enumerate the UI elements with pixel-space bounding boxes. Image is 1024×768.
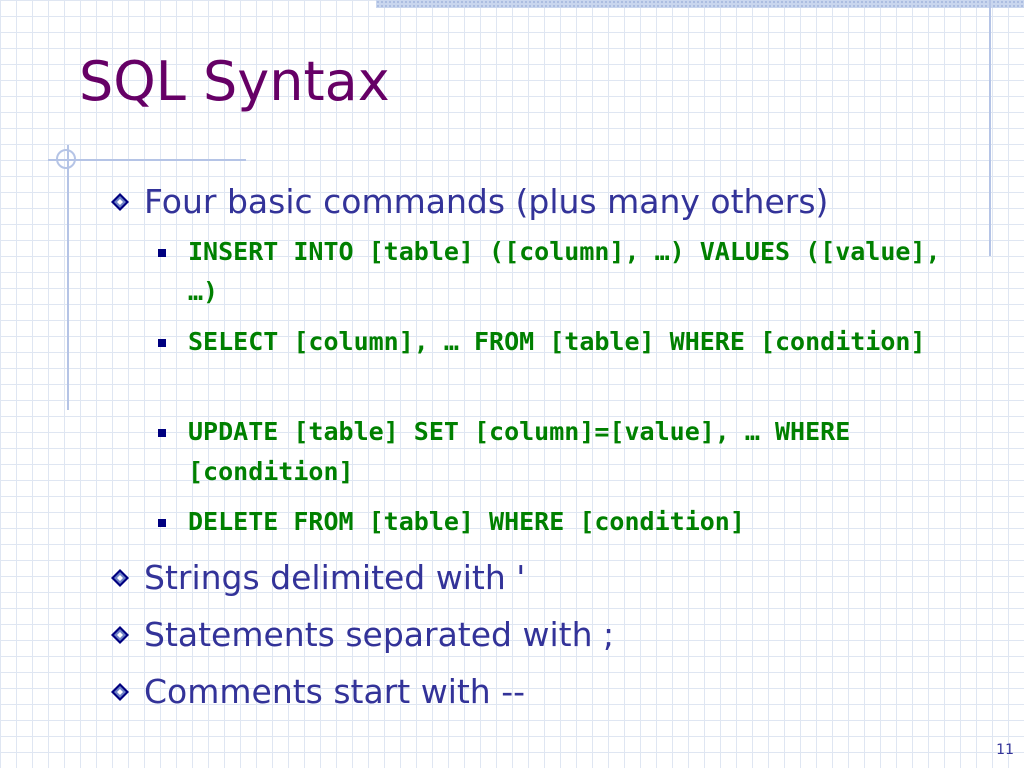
sql-select-syntax: SELECT [column], … FROM [table] WHERE [c… [188, 327, 926, 356]
bullet-text: Comments start with -- [144, 672, 526, 711]
bullet-text: Statements separated with ; [144, 615, 615, 654]
decorative-right-rule [989, 0, 991, 256]
decorative-left-rule [67, 145, 69, 410]
bullet-text: Four basic commands (plus many others) [144, 182, 829, 221]
sql-update-syntax: UPDATE [table] SET [column]=[value], … W… [188, 417, 866, 486]
sql-delete-syntax: DELETE FROM [table] WHERE [condition] [188, 507, 745, 536]
diamond-bullet-icon [111, 569, 129, 587]
decorative-top-band [376, 0, 1024, 8]
diamond-bullet-icon [111, 626, 129, 644]
diamond-bullet-icon [111, 683, 129, 701]
slide-title: SQL Syntax [79, 50, 390, 113]
diamond-bullet-icon [111, 193, 129, 211]
bullet-text: Strings delimited with ' [144, 558, 526, 597]
decorative-circle [56, 149, 76, 169]
square-bullet-icon [158, 339, 166, 347]
page-number: 11 [996, 742, 1014, 758]
square-bullet-icon [158, 429, 166, 437]
square-bullet-icon [158, 519, 166, 527]
square-bullet-icon [158, 249, 166, 257]
decorative-title-underline [48, 159, 246, 161]
sql-insert-syntax: INSERT INTO [table] ([column], …) VALUES… [188, 237, 956, 306]
